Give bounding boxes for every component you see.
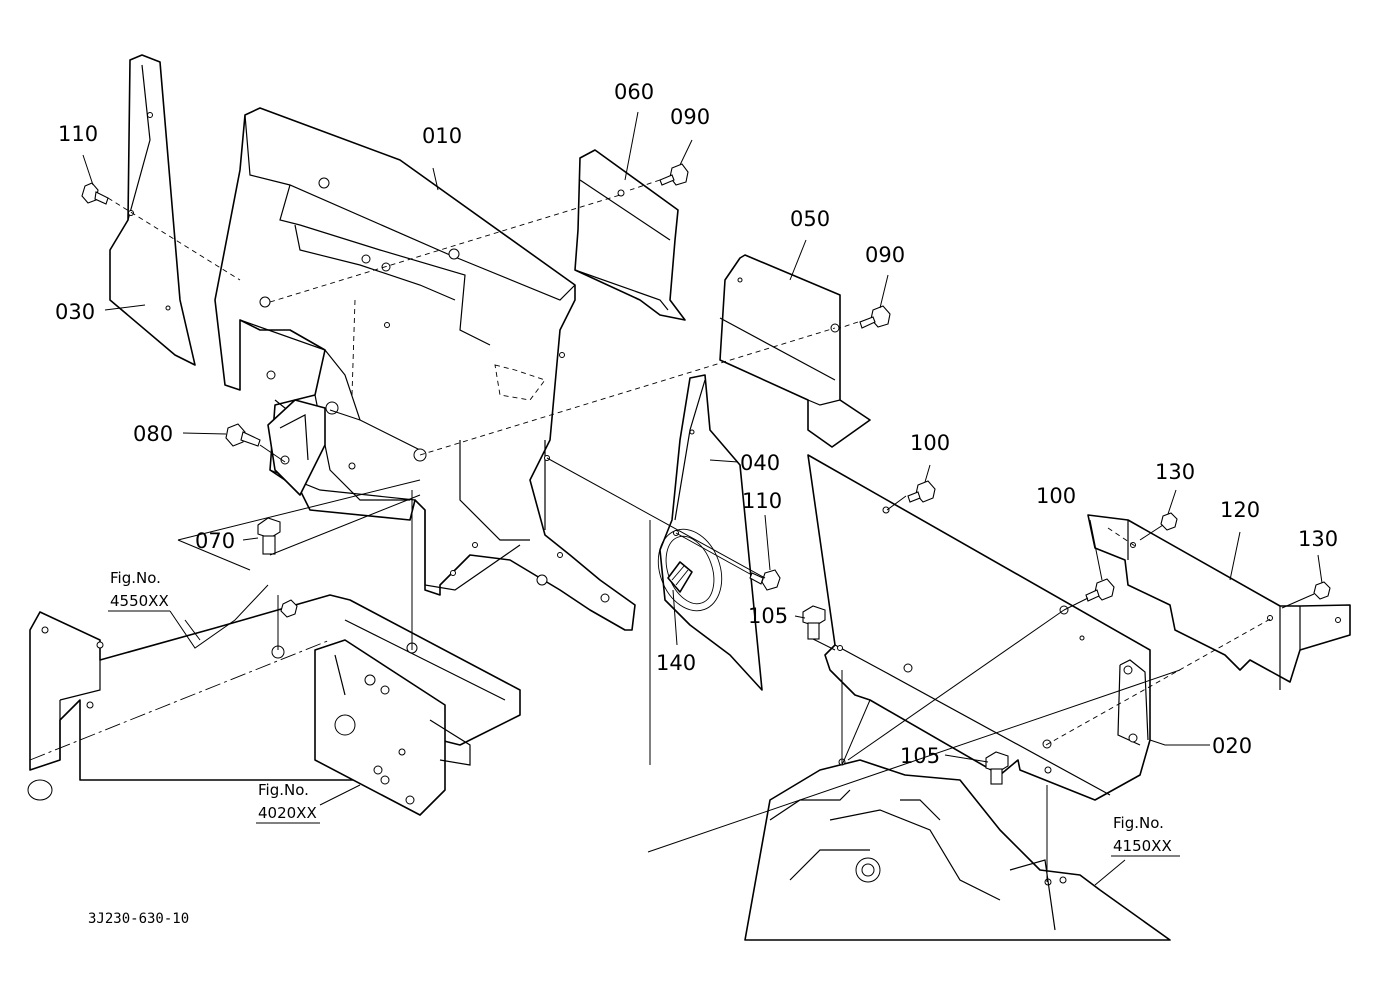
- figure-ref-number: 4150XX: [1113, 837, 1172, 855]
- part-050-plate: [719, 254, 871, 448]
- nut-icon: [280, 599, 298, 618]
- assembly-lines: [107, 179, 1315, 882]
- callout-090b: 090: [865, 243, 905, 267]
- bolt-090a-icon: [659, 163, 689, 186]
- callout-labels: 110 030 010 060 090 050 090 080 040 110 …: [55, 80, 1338, 768]
- callout-020: 020: [1212, 734, 1252, 758]
- part-080-bracket: [267, 399, 326, 496]
- document-id: 3J230-630-10: [88, 911, 189, 927]
- figure-ref-prefix: Fig.No.: [1113, 814, 1164, 832]
- callout-030: 030: [55, 300, 95, 324]
- bolt-100a-icon: [907, 480, 936, 503]
- callout-110b: 110: [742, 489, 782, 513]
- figure-ref-number: 4020XX: [258, 804, 317, 822]
- bolt-110b-icon: [749, 569, 781, 591]
- bolt-105a-icon: [802, 605, 826, 640]
- part-060-plate: [574, 149, 686, 321]
- figure-reference-4150: Fig.No. 4150XX: [1111, 814, 1180, 857]
- bolt-130a-icon: [1160, 512, 1178, 531]
- callout-130b: 130: [1298, 527, 1338, 551]
- callout-100a: 100: [910, 431, 950, 455]
- callout-040: 040: [740, 451, 780, 475]
- bolt-070-icon: [257, 517, 281, 555]
- leader-lines: [82, 111, 1323, 886]
- figure-ref-prefix: Fig.No.: [110, 569, 161, 587]
- transmission-housing: [744, 758, 1171, 941]
- bolt-100b-icon: [1085, 578, 1115, 602]
- fasteners: [81, 163, 1331, 785]
- callout-140: 140: [656, 651, 696, 675]
- figure-reference-4020: Fig.No. 4020XX: [256, 781, 320, 824]
- bolt-090b-icon: [859, 305, 891, 329]
- callout-105a: 105: [748, 604, 788, 628]
- callout-105b: 105: [900, 744, 940, 768]
- bolt-080-icon: [225, 423, 261, 447]
- callout-050: 050: [790, 207, 830, 231]
- bolt-130b-icon: [1313, 581, 1331, 600]
- mount-bracket-plate: [314, 639, 471, 816]
- callout-120: 120: [1220, 498, 1260, 522]
- callout-060: 060: [614, 80, 654, 104]
- callout-130a: 130: [1155, 460, 1195, 484]
- part-030-side-panel: [109, 54, 196, 366]
- bolt-110a-icon: [81, 182, 109, 205]
- callout-080: 080: [133, 422, 173, 446]
- callout-070: 070: [195, 529, 235, 553]
- part-020-floor-plate: [807, 454, 1151, 801]
- callout-090a: 090: [670, 105, 710, 129]
- bolt-105b-icon: [985, 751, 1009, 785]
- figure-ref-number: 4550XX: [110, 592, 169, 610]
- chassis-frame: [27, 594, 521, 801]
- part-040-side-panel: [657, 374, 763, 691]
- callout-100b: 100: [1036, 484, 1076, 508]
- part-120-plate: [1087, 514, 1351, 690]
- callout-010: 010: [422, 124, 462, 148]
- figure-reference-4550: Fig.No. 4550XX: [108, 569, 269, 649]
- figure-ref-prefix: Fig.No.: [258, 781, 309, 799]
- callout-110a: 110: [58, 122, 98, 146]
